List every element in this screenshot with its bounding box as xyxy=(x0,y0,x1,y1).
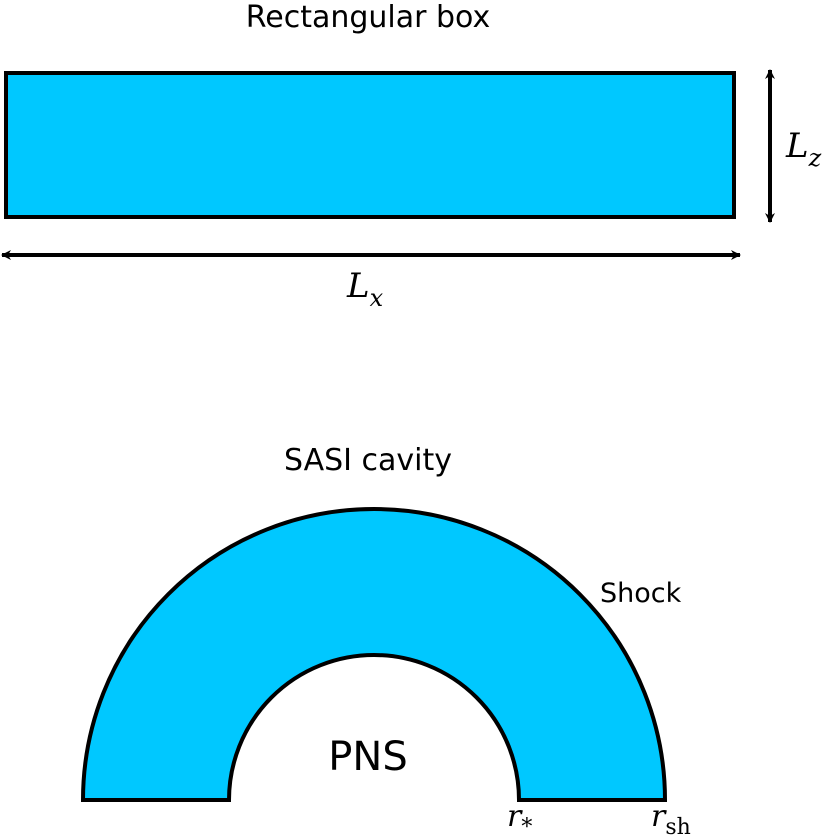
sasi-cavity-shell xyxy=(80,507,668,802)
lz-label: Lz xyxy=(785,126,822,172)
r-sh-label: rsh xyxy=(651,799,691,836)
svg-text:rsh: rsh xyxy=(651,799,691,836)
box-title: Rectangular box xyxy=(246,0,490,35)
cavity-title: SASI cavity xyxy=(284,443,452,478)
rectangular-box xyxy=(4,71,736,219)
svg-text:r*: r* xyxy=(507,799,532,836)
svg-text:Lz: Lz xyxy=(785,126,822,172)
shock-label: Shock xyxy=(600,578,682,609)
svg-text:Lx: Lx xyxy=(346,266,384,312)
r-star-label: r* xyxy=(507,799,532,836)
lx-label: Lx xyxy=(346,266,384,312)
pns-label: PNS xyxy=(328,734,407,780)
